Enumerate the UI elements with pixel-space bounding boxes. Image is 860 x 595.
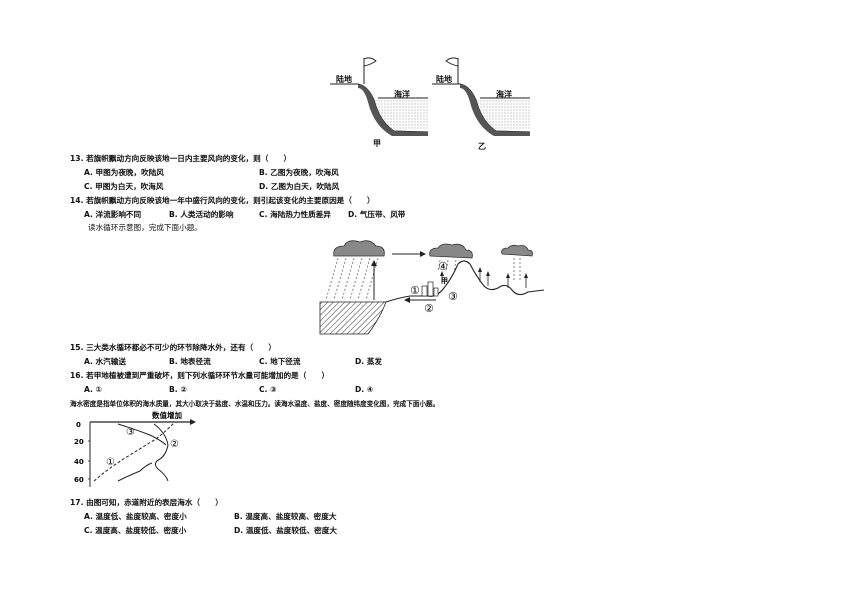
curve-label-1: ① [106,457,115,468]
q17-option-a[interactable]: A. 温度低、盐度较高、密度小 [84,512,187,521]
q15-option-c[interactable]: C. 地下径流 [259,357,301,366]
land-label-right: 陆地 [436,75,452,84]
wc-mark-2: ② [424,302,434,315]
caption-yi: 乙 [478,142,486,151]
q13-option-b[interactable]: B. 乙图为夜晚，吹海风 [259,168,339,177]
q16-option-c[interactable]: C. ③ [259,385,277,394]
q16-option-a[interactable]: A. ① [84,385,102,394]
wc-mark-3: ③ [448,290,458,303]
q13-option-c[interactable]: C. 甲图为白天，吹海风 [84,182,164,191]
q15-option-d[interactable]: D. 蒸发 [355,357,383,366]
q14-option-b[interactable]: B. 人类活动的影响 [169,210,234,219]
land-sea-figure-left [330,57,429,136]
tick-0: 0 [76,421,81,429]
wc-mark-1: ① [410,284,420,297]
caption-jia: 甲 [373,139,381,148]
tick-60: 60 [74,476,84,484]
curve-label-3: ③ [126,427,135,438]
q15-option-b[interactable]: B. 地表径流 [169,357,211,366]
q17-option-c[interactable]: C. 温度高、盐度较低、密度小 [84,526,187,535]
land-sea-figure-right [432,57,531,136]
q17-option-d[interactable]: D. 温度低、盐度较低、密度大 [234,526,337,535]
q14-option-c[interactable]: C. 海陆热力性质差异 [259,210,331,219]
water-cycle-figure: ① ② ③ ④ 甲 [319,240,545,335]
ocean-label-left: 海洋 [394,90,410,99]
ocean-label-right: 海洋 [496,90,512,99]
tick-20: 20 [74,438,84,446]
q14-option-d[interactable]: D. 气压带、风带 [348,210,406,219]
wc-mark-4: ④ [438,260,448,273]
q16-stem: 16. 若甲地植被遭到严重破坏，则下列水循环环节水量可能增加的是（ ） [70,371,330,380]
q15-stem: 15. 三大类水循环都必不可少的环节除降水外，还有（ ） [70,343,276,352]
wc-jia-label: 甲 [441,277,448,285]
q13-stem: 13. 若旗帜飘动方向反映该地一日内主要风向的变化，则（ ） [70,154,292,163]
q13-option-a[interactable]: A. 甲图为夜晚，吹陆风 [84,168,164,177]
q13-option-d[interactable]: D. 乙图为白天，吹陆风 [259,182,340,191]
q14-stem: 14. 若旗帜飘动方向反映该地一年中盛行风向的变化，则引起该变化的主要原因是（ … [70,196,375,205]
q16-option-b[interactable]: B. ② [169,385,187,394]
seawater-figure: 数值增加 0 20 40 60 ① ② ③ [74,410,196,487]
q17-option-b[interactable]: B. 温度高、盐度较高、密度大 [234,512,337,521]
q17-stem: 17. 由图可知，赤道附近的表层海水（ ） [70,498,223,507]
water-cycle-intro: 读水循环示意图，完成下面小题。 [88,223,202,232]
q14-option-a[interactable]: A. 洋流影响不同 [84,210,142,219]
tick-40: 40 [74,458,84,466]
land-label-left: 陆地 [336,75,352,84]
q15-option-a[interactable]: A. 水汽输送 [84,357,126,366]
q16-option-d[interactable]: D. ④ [355,385,374,394]
seawater-figure-title: 数值增加 [152,410,182,420]
curve-label-2: ② [170,439,179,450]
seawater-intro: 海水密度是指单位体积的海水质量，其大小取决于盐度、水温和压力。读海水温度、盐度、… [70,400,440,408]
